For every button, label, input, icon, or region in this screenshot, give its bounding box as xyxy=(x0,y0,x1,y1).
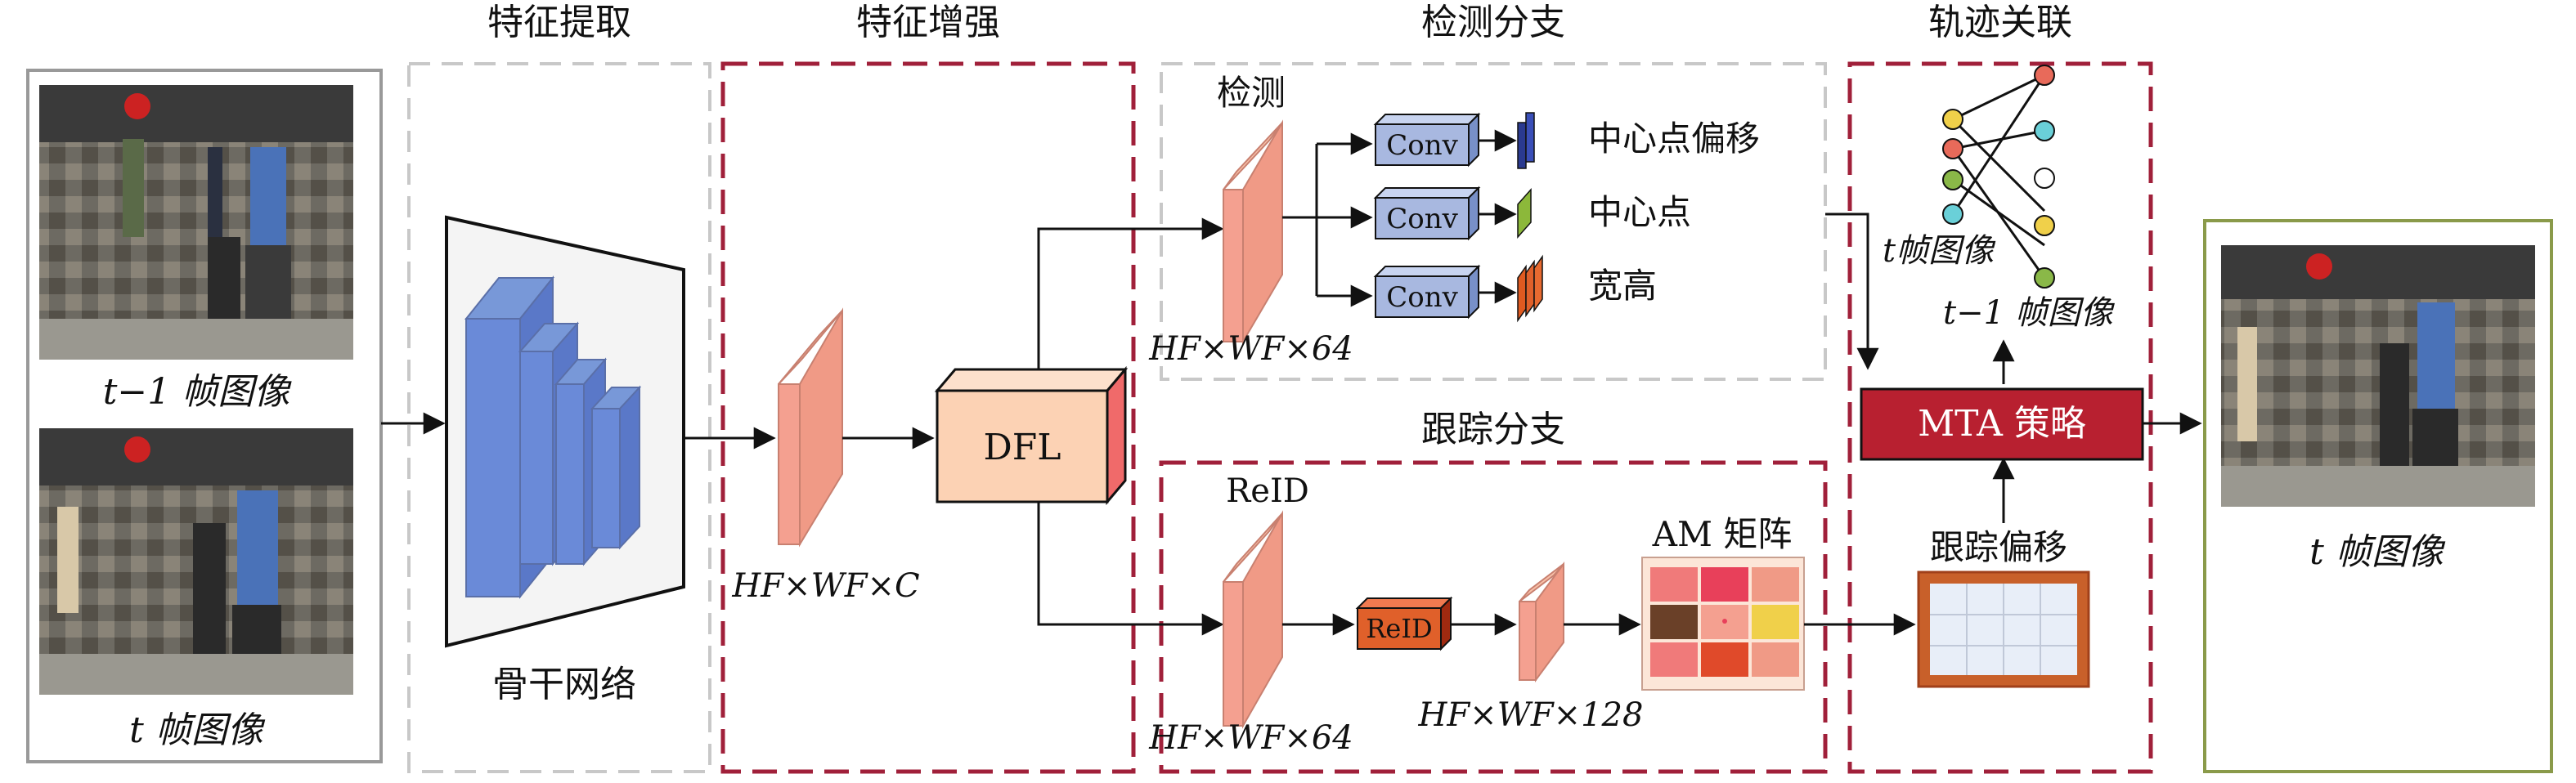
detection-feature-dims: HF×WF×64 xyxy=(1148,330,1353,368)
output-frame-image xyxy=(2221,245,2535,507)
title-feature-enhance: 特征增强 xyxy=(856,2,1000,43)
embed-feature-dims: HF×WF×128 xyxy=(1418,696,1644,734)
enhance-feature-dims: HF×WF×C xyxy=(731,567,919,605)
tracking-reid-label: ReID xyxy=(1226,472,1309,510)
assoc-frame-prev-label: t−1 帧图像 xyxy=(1943,294,2116,332)
backbone-layers xyxy=(464,275,642,599)
reid-module xyxy=(1355,596,1453,651)
output-center-label: 中心点 xyxy=(1588,192,1691,232)
embed-feature-map xyxy=(1519,561,1564,683)
dfl-label: DFL xyxy=(983,427,1061,468)
mta-strategy-label: MTA 策略 xyxy=(1918,403,2086,445)
tracking-feature-map xyxy=(1223,510,1283,729)
enhance-feature-map xyxy=(778,307,843,548)
backbone-label: 骨干网络 xyxy=(492,664,636,705)
assoc-frame-t-label: t帧图像 xyxy=(1883,232,1996,270)
title-trajectory-association: 轨迹关联 xyxy=(1928,2,2072,43)
section-feature-extraction-frame xyxy=(407,62,711,773)
input-frame-cur-image xyxy=(39,428,353,695)
association-graph xyxy=(1942,65,2055,289)
mta-strategy-box xyxy=(1860,387,2144,461)
section-tracking-frame xyxy=(1159,460,1828,774)
dfl-block xyxy=(934,365,1129,506)
detection-feature-map xyxy=(1223,119,1283,345)
input-frame-prev-label: t−1 帧图像 xyxy=(103,371,293,413)
tracking-offset-grid xyxy=(1917,570,2090,688)
conv-head-offset-label: Conv xyxy=(1386,129,1458,162)
tracking-feature-dims: HF×WF×64 xyxy=(1148,719,1353,757)
detection-fanout-lines xyxy=(1282,132,1373,307)
output-frame-label: t 帧图像 xyxy=(2309,531,2446,573)
conv-head-size xyxy=(1373,264,1481,320)
output-map-center xyxy=(1517,188,1532,239)
tracking-offset-label: 跟踪偏移 xyxy=(1930,527,2067,567)
conv-head-center-label: Conv xyxy=(1386,203,1458,235)
title-detection-branch: 检测分支 xyxy=(1421,2,1565,43)
title-tracking-branch: 跟踪分支 xyxy=(1421,409,1565,450)
section-feature-enhance-frame xyxy=(720,61,1136,774)
arrow-dfl-to-tracking xyxy=(1037,502,1224,636)
output-map-offset xyxy=(1517,112,1535,169)
output-map-size xyxy=(1517,254,1543,323)
output-size-label: 宽高 xyxy=(1588,266,1657,306)
input-frame-prev-image xyxy=(39,85,353,360)
reid-module-label: ReID xyxy=(1366,613,1432,644)
conv-head-center xyxy=(1373,186,1481,241)
am-matrix xyxy=(1641,557,1805,691)
section-detection-frame xyxy=(1160,62,1827,381)
conv-head-offset xyxy=(1373,112,1481,168)
conv-head-size-label: Conv xyxy=(1386,281,1458,314)
output-offset-label: 中心点偏移 xyxy=(1588,119,1760,159)
input-frame-cur-label: t 帧图像 xyxy=(129,709,266,751)
am-matrix-label: AM 矩阵 xyxy=(1652,514,1793,554)
arrow-detection-to-mta xyxy=(1825,213,1879,370)
arrow-dfl-to-detection xyxy=(1037,217,1224,369)
detection-label: 检测 xyxy=(1217,73,1286,113)
section-association-frame xyxy=(1847,61,2153,774)
title-feature-extraction: 特征提取 xyxy=(487,2,631,43)
